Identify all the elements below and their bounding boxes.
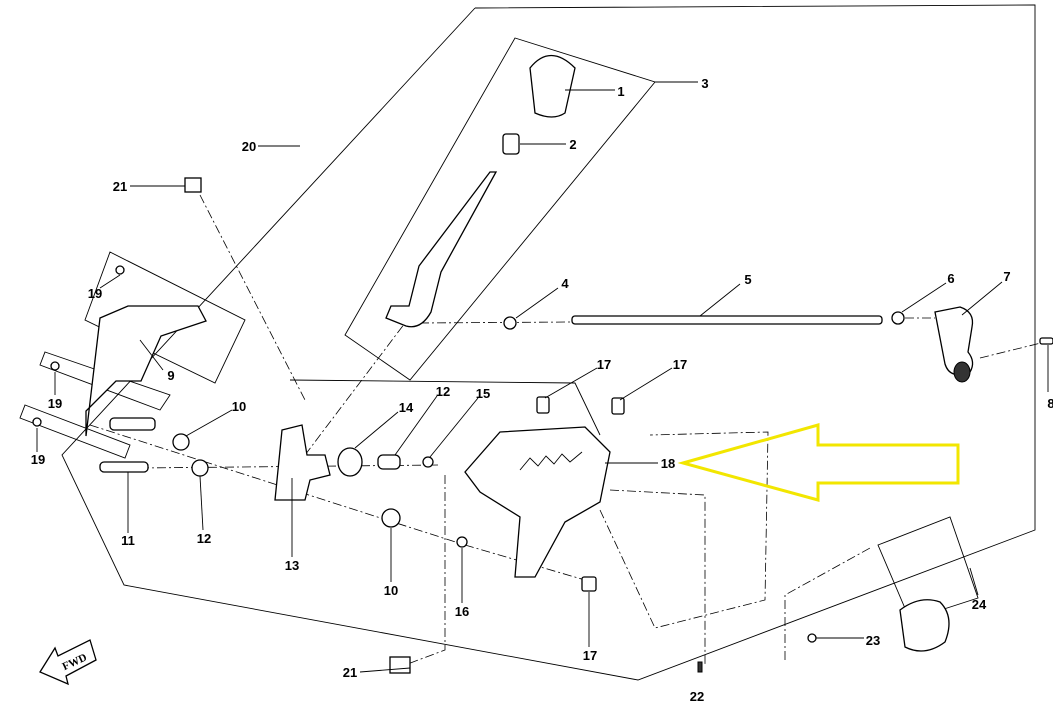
bracket-box-19b (19, 404, 131, 459)
washer-15 (422, 456, 434, 468)
clip-21b (389, 656, 411, 674)
cover-box (877, 516, 979, 621)
pin-8 (1039, 337, 1053, 345)
bolt-17c (581, 576, 597, 592)
callout-17b: 17 (673, 357, 687, 372)
clip-21a (184, 177, 202, 193)
washer-16 (456, 536, 468, 548)
pivot-shaft (109, 417, 156, 431)
axis-line (599, 431, 769, 629)
frame-inner-line (289, 379, 601, 436)
callout-6: 6 (947, 271, 954, 286)
bracket-9 (85, 305, 207, 437)
callout-10a: 10 (232, 399, 246, 414)
axis-line (784, 547, 871, 660)
callout-11: 11 (121, 533, 135, 548)
callout-3: 3 (701, 76, 708, 91)
shift-knob (529, 54, 576, 118)
axis-line (609, 489, 706, 665)
knob-nut (502, 133, 520, 155)
axis-line (419, 321, 571, 324)
bolt-17a (536, 396, 550, 414)
callout-18: 18 (661, 456, 675, 471)
axis-line (89, 424, 466, 546)
callout-16: 16 (455, 604, 469, 619)
screw-19b (50, 361, 60, 371)
bushing-10b (381, 508, 401, 528)
callout-8: 8 (1047, 396, 1053, 411)
callout-20: 20 (242, 139, 256, 154)
callout-5: 5 (744, 272, 751, 287)
pin-22 (697, 661, 703, 673)
callout-12a: 12 (197, 531, 211, 546)
leader-lines (36, 81, 1049, 673)
callout-17a: 17 (597, 357, 611, 372)
callout-21a: 21 (113, 179, 127, 194)
callout-1: 1 (617, 84, 624, 99)
nut-4 (503, 316, 517, 330)
cover-24 (899, 599, 950, 652)
nut-6 (891, 311, 905, 325)
callout-13: 13 (285, 558, 299, 573)
spring-14 (337, 447, 363, 477)
bracket-box-9 (84, 251, 246, 384)
callout-24: 24 (972, 597, 987, 612)
callout-23: 23 (866, 633, 880, 648)
axis-line (464, 544, 586, 581)
screw-19a (115, 265, 125, 275)
callout-15: 15 (476, 386, 490, 401)
callout-9: 9 (167, 368, 174, 383)
bushing-12a (191, 459, 209, 477)
callout-19b: 19 (48, 396, 62, 411)
callout-14: 14 (399, 400, 414, 415)
shift-lever-box (344, 37, 656, 381)
shift-lever (385, 171, 498, 328)
axis-line (404, 475, 446, 666)
callout-12b: 12 (436, 384, 450, 399)
bolt-17b (611, 397, 625, 415)
bracket-13 (274, 424, 331, 501)
callout-10b: 10 (384, 583, 398, 598)
callout-19a: 19 (88, 286, 102, 301)
shift-gate-18 (464, 426, 611, 578)
callout-22: 22 (690, 689, 704, 704)
shift-rod (571, 315, 883, 325)
axis-line (199, 194, 306, 401)
callout-2: 2 (569, 137, 576, 152)
bushing-10a (172, 433, 190, 451)
nut-23 (807, 633, 817, 643)
callout-4: 4 (561, 276, 569, 291)
rod-end-ball (953, 361, 971, 383)
callout-21b: 21 (343, 665, 357, 680)
rod-end-7 (934, 306, 974, 376)
callout-7: 7 (1003, 269, 1010, 284)
fwd-arrow-icon: FWD (39, 639, 97, 686)
pin-11 (99, 461, 149, 473)
callout-19c: 19 (31, 452, 45, 467)
axis-line (979, 341, 1046, 359)
screw-19c (32, 417, 42, 427)
bushing-12b (377, 454, 401, 470)
gate-slot (519, 451, 583, 471)
assembly-frame (61, 4, 1036, 681)
callout-17c: 17 (583, 648, 597, 663)
highlight-arrow (677, 423, 960, 502)
